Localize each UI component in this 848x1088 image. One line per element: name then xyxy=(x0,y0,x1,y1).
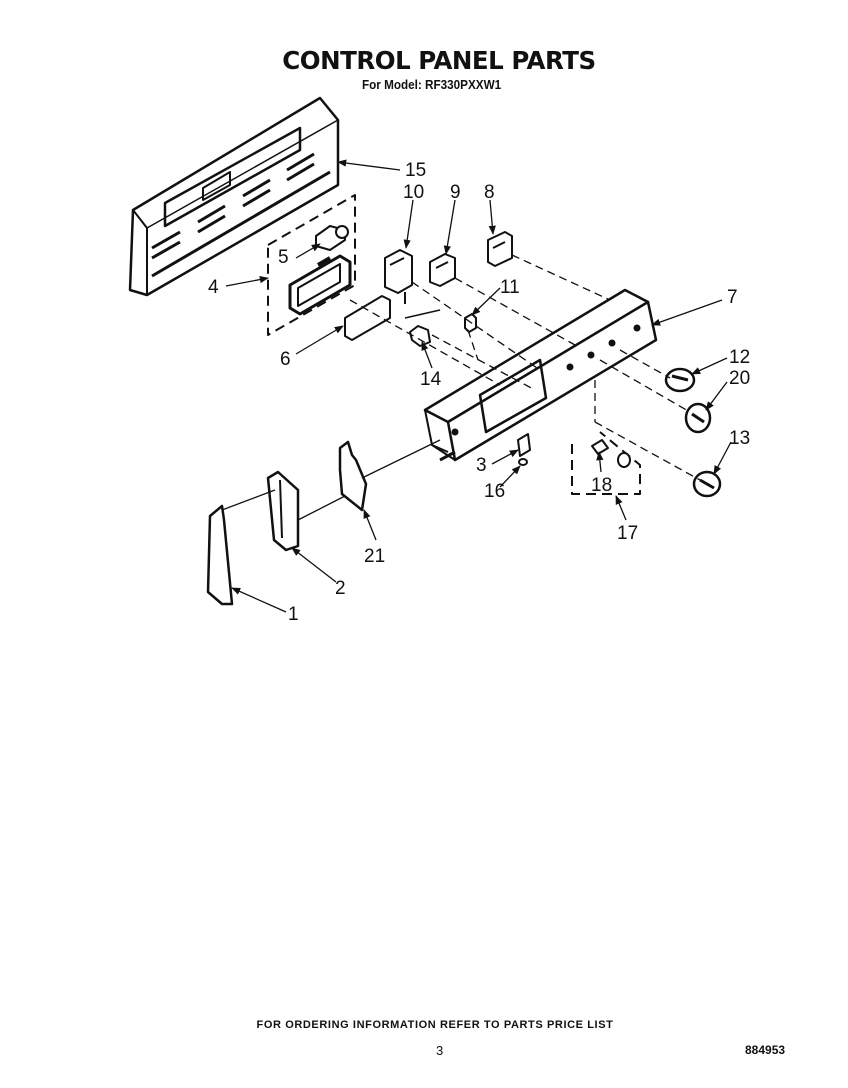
callout-8: 8 xyxy=(484,182,495,203)
callout-7: 7 xyxy=(727,287,738,308)
callout-6: 6 xyxy=(280,349,291,370)
leader-arrows xyxy=(225,159,732,613)
callout-5: 5 xyxy=(278,247,289,268)
callout-2: 2 xyxy=(335,578,346,599)
light-assembly-outline xyxy=(267,194,356,336)
page-number: 3 xyxy=(436,1043,444,1058)
page-title: CONTROL PANEL PARTS xyxy=(282,46,596,75)
switch-9 xyxy=(429,253,456,287)
callout-13: 13 xyxy=(729,428,750,449)
knob-20 xyxy=(684,402,712,434)
callout-21: 21 xyxy=(364,546,385,567)
knob-13 xyxy=(692,470,722,498)
callout-20: 20 xyxy=(729,368,750,389)
callout-9: 9 xyxy=(450,182,461,203)
alignment-lines xyxy=(221,439,441,521)
bracket-21 xyxy=(338,440,368,512)
callout-10: 10 xyxy=(403,182,424,203)
callout-11: 11 xyxy=(500,277,520,298)
model-subtitle: For Model: RF330PXXW1 xyxy=(362,77,502,92)
ordering-note: FOR ORDERING INFORMATION REFER TO PARTS … xyxy=(256,1019,614,1031)
document-number: 884953 xyxy=(745,1043,786,1057)
callout-15: 15 xyxy=(405,160,426,181)
bracket-3 xyxy=(517,433,531,457)
end-trim-1 xyxy=(206,504,234,606)
window-glass xyxy=(344,295,391,341)
switch-10 xyxy=(384,249,413,304)
lamp-socket xyxy=(315,225,349,251)
callout-3: 3 xyxy=(476,455,487,476)
rear-console-panel xyxy=(128,96,340,297)
callout-12: 12 xyxy=(729,347,750,368)
callout-4: 4 xyxy=(208,277,219,298)
callout-16: 16 xyxy=(484,481,505,502)
part-18 xyxy=(591,439,631,468)
control-panel-main xyxy=(423,288,658,462)
knob-12 xyxy=(664,367,696,393)
assembly-lines xyxy=(349,254,701,481)
callout-1: 1 xyxy=(288,604,299,625)
callout-14: 14 xyxy=(420,369,442,390)
switch-8 xyxy=(487,231,513,267)
callout-18: 18 xyxy=(591,475,612,496)
end-cap-2 xyxy=(266,470,300,552)
clip-14 xyxy=(404,309,441,347)
callout-17: 17 xyxy=(617,523,638,544)
screw-16 xyxy=(518,458,528,466)
light-lens xyxy=(288,254,352,316)
